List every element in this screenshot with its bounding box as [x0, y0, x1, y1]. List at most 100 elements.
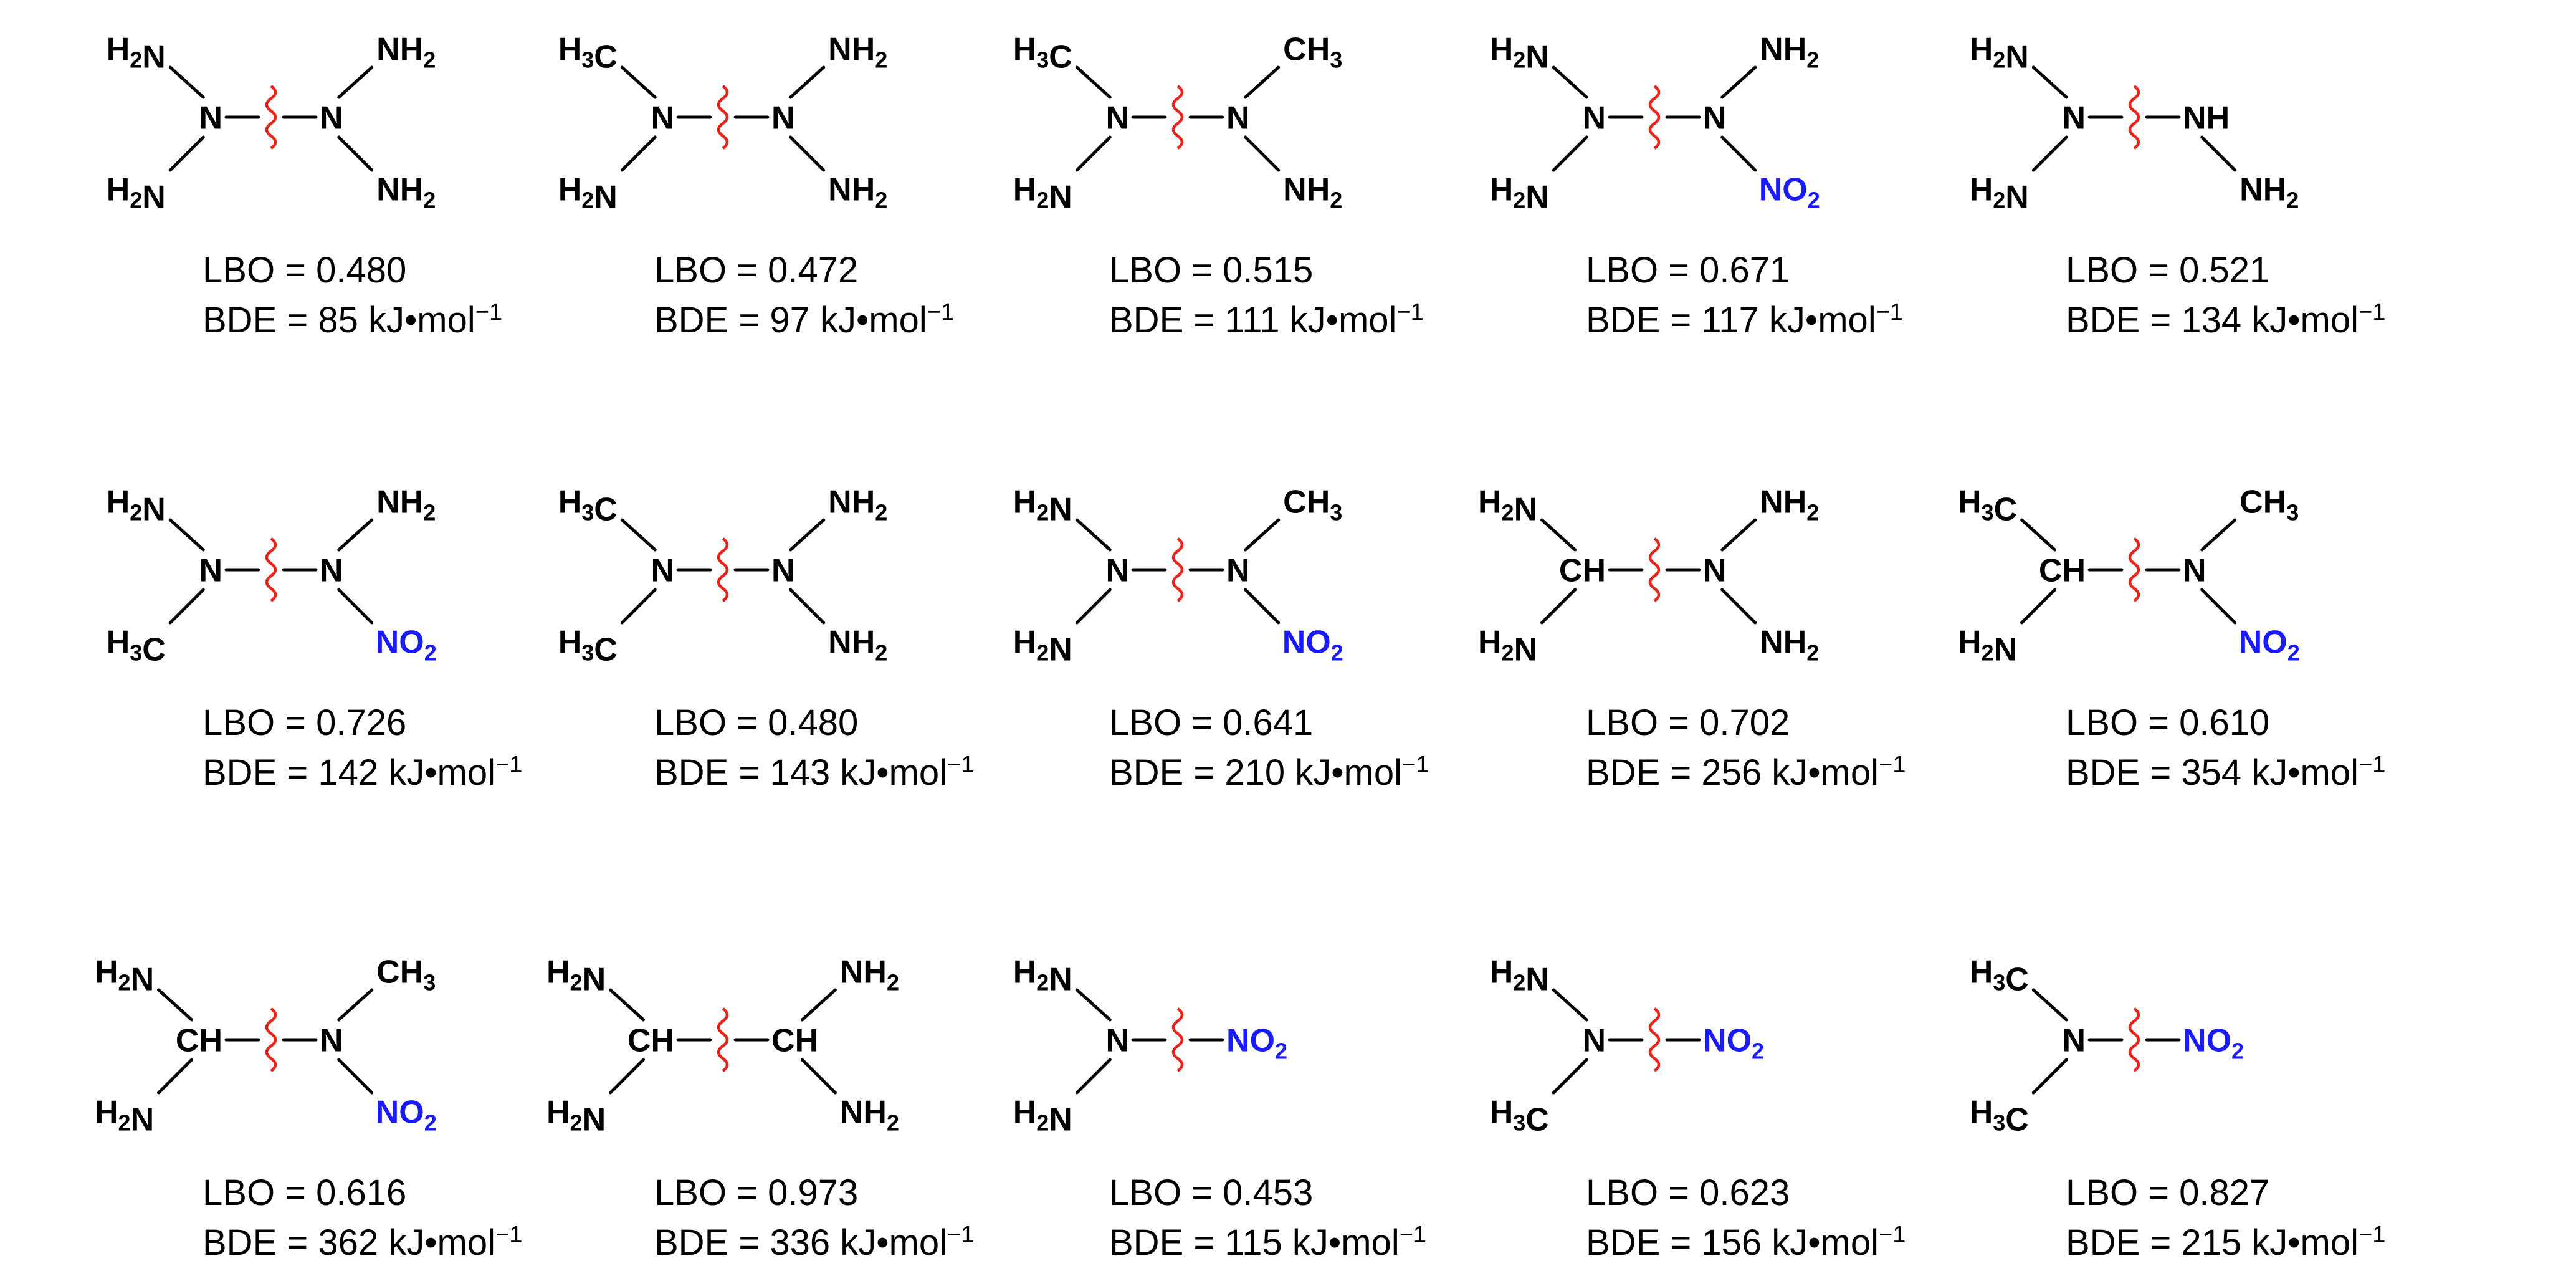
- bond-left-top: [168, 518, 205, 552]
- bond-right-top: [337, 65, 374, 99]
- bde-text: BDE = 210 kJ•mol: [1109, 752, 1402, 793]
- bde-value: BDE = 117 kJ•mol−1: [1586, 299, 1903, 340]
- left-center-atom: N: [199, 100, 222, 137]
- bond-left-top: [1075, 988, 1112, 1022]
- bond-cleavage-mark: [1648, 537, 1661, 602]
- lbo-value: LBO = 0.480: [654, 703, 858, 743]
- lbo-value: LBO = 0.453: [1109, 1173, 1313, 1213]
- left-center-atom: CH: [2039, 553, 2086, 589]
- right-bottom-substituent: NH2: [828, 625, 887, 666]
- bond-right-bottom: [2200, 135, 2237, 172]
- bde-text: BDE = 85 kJ•mol: [203, 300, 475, 340]
- lbo-value: LBO = 0.515: [1109, 250, 1313, 290]
- bond-left-bottom: [620, 588, 657, 625]
- bde-unit-exponent: −1: [947, 1222, 974, 1248]
- right-center-atom: N: [1703, 553, 1727, 589]
- bde-unit-exponent: −1: [947, 752, 974, 778]
- bond-left-top: [168, 65, 205, 99]
- bond-left-bottom: [168, 588, 205, 625]
- bond-cleavage-mark: [717, 85, 729, 150]
- bond-right-bottom: [337, 588, 374, 625]
- bond-left-top: [620, 65, 657, 99]
- right-bottom-substituent: NO2: [1282, 625, 1343, 666]
- bond-cleavage-mark: [265, 85, 277, 150]
- bde-unit-exponent: −1: [2359, 299, 2385, 325]
- left-center-atom: CH: [627, 1023, 674, 1059]
- right-center-atom: N: [320, 1023, 343, 1059]
- bde-text: BDE = 142 kJ•mol: [203, 752, 495, 793]
- left-bottom-substituent: H2N: [1970, 172, 2029, 216]
- right-bottom-substituent: NO2: [376, 625, 437, 666]
- left-top-substituent: H2N: [95, 954, 154, 998]
- left-center-atom: CH: [176, 1023, 222, 1059]
- left-top-substituent: H3C: [1958, 484, 2017, 528]
- left-bottom-substituent: H2N: [1478, 625, 1537, 668]
- right-bottom-substituent: NH2: [1760, 625, 1819, 666]
- bond-left-bottom: [1552, 135, 1588, 172]
- left-top-substituent: H2N: [1478, 484, 1537, 528]
- left-bottom-substituent: H2N: [558, 172, 618, 216]
- left-top-substituent: H2N: [1490, 32, 1549, 75]
- bde-value: BDE = 97 kJ•mol−1: [654, 299, 954, 340]
- left-top-substituent: H2N: [1013, 484, 1072, 528]
- right-center-atom: CH: [771, 1023, 818, 1059]
- bde-value: BDE = 362 kJ•mol−1: [203, 1222, 522, 1263]
- bde-text: BDE = 215 kJ•mol: [2066, 1222, 2359, 1263]
- left-top-substituent: H3C: [1970, 954, 2029, 998]
- bond-right-bottom: [800, 1058, 837, 1095]
- bond-right-bottom: [1244, 135, 1281, 172]
- bde-text: BDE = 156 kJ•mol: [1586, 1222, 1879, 1263]
- bde-unit-exponent: −1: [1879, 1222, 1906, 1248]
- left-top-substituent: H2N: [546, 954, 606, 998]
- left-bottom-substituent: H2N: [546, 1095, 606, 1138]
- bond-left-bottom: [1075, 135, 1112, 172]
- left-center-atom: N: [1582, 1023, 1606, 1059]
- lbo-value: LBO = 0.973: [654, 1173, 858, 1213]
- bond-left-bottom: [157, 1058, 194, 1095]
- bond-right-bottom: [337, 1058, 374, 1095]
- bde-text: BDE = 134 kJ•mol: [2066, 300, 2359, 340]
- lbo-value: LBO = 0.616: [203, 1173, 406, 1213]
- right-center-atom: NO2: [1226, 1023, 1287, 1064]
- lbo-value: LBO = 0.641: [1109, 703, 1313, 743]
- bde-value: BDE = 115 kJ•mol−1: [1109, 1222, 1426, 1263]
- left-center-atom: N: [1105, 100, 1129, 137]
- right-bottom-substituent: NO2: [1759, 172, 1820, 213]
- right-top-substituent: NH2: [828, 484, 887, 525]
- bde-unit-exponent: −1: [1879, 752, 1906, 778]
- bond-cleavage-mark: [1171, 537, 1184, 602]
- right-top-substituent: NH2: [1760, 484, 1819, 525]
- right-center-atom: NH: [2183, 100, 2230, 137]
- right-center-atom: N: [1226, 100, 1250, 137]
- bond-right-top: [1720, 518, 1757, 552]
- lbo-value: LBO = 0.521: [2066, 250, 2269, 290]
- bond-left-bottom: [2031, 1058, 2068, 1095]
- left-bottom-substituent: H3C: [107, 625, 166, 668]
- bde-unit-exponent: −1: [1402, 752, 1429, 778]
- bond-cleavage-mark: [2128, 537, 2140, 602]
- bond-right-top: [1244, 65, 1281, 99]
- bond-right-top: [2200, 518, 2237, 552]
- bond-left-bottom: [2020, 588, 2057, 625]
- right-bottom-substituent: NH2: [828, 172, 887, 213]
- bde-unit-exponent: −1: [475, 299, 502, 325]
- lbo-value: LBO = 0.671: [1586, 250, 1790, 290]
- bde-text: BDE = 117 kJ•mol: [1586, 300, 1876, 340]
- bde-value: BDE = 215 kJ•mol−1: [2066, 1222, 2385, 1263]
- bond-cleavage-mark: [1648, 85, 1661, 150]
- right-center-atom: N: [1703, 100, 1727, 137]
- lbo-value: LBO = 0.480: [203, 250, 406, 290]
- lbo-value: LBO = 0.610: [2066, 703, 2269, 743]
- bde-value: BDE = 134 kJ•mol−1: [2066, 299, 2385, 340]
- right-center-atom: N: [320, 553, 343, 589]
- lbo-value: LBO = 0.726: [203, 703, 406, 743]
- bond-left-bottom: [1552, 1058, 1588, 1095]
- bde-unit-exponent: −1: [927, 299, 954, 325]
